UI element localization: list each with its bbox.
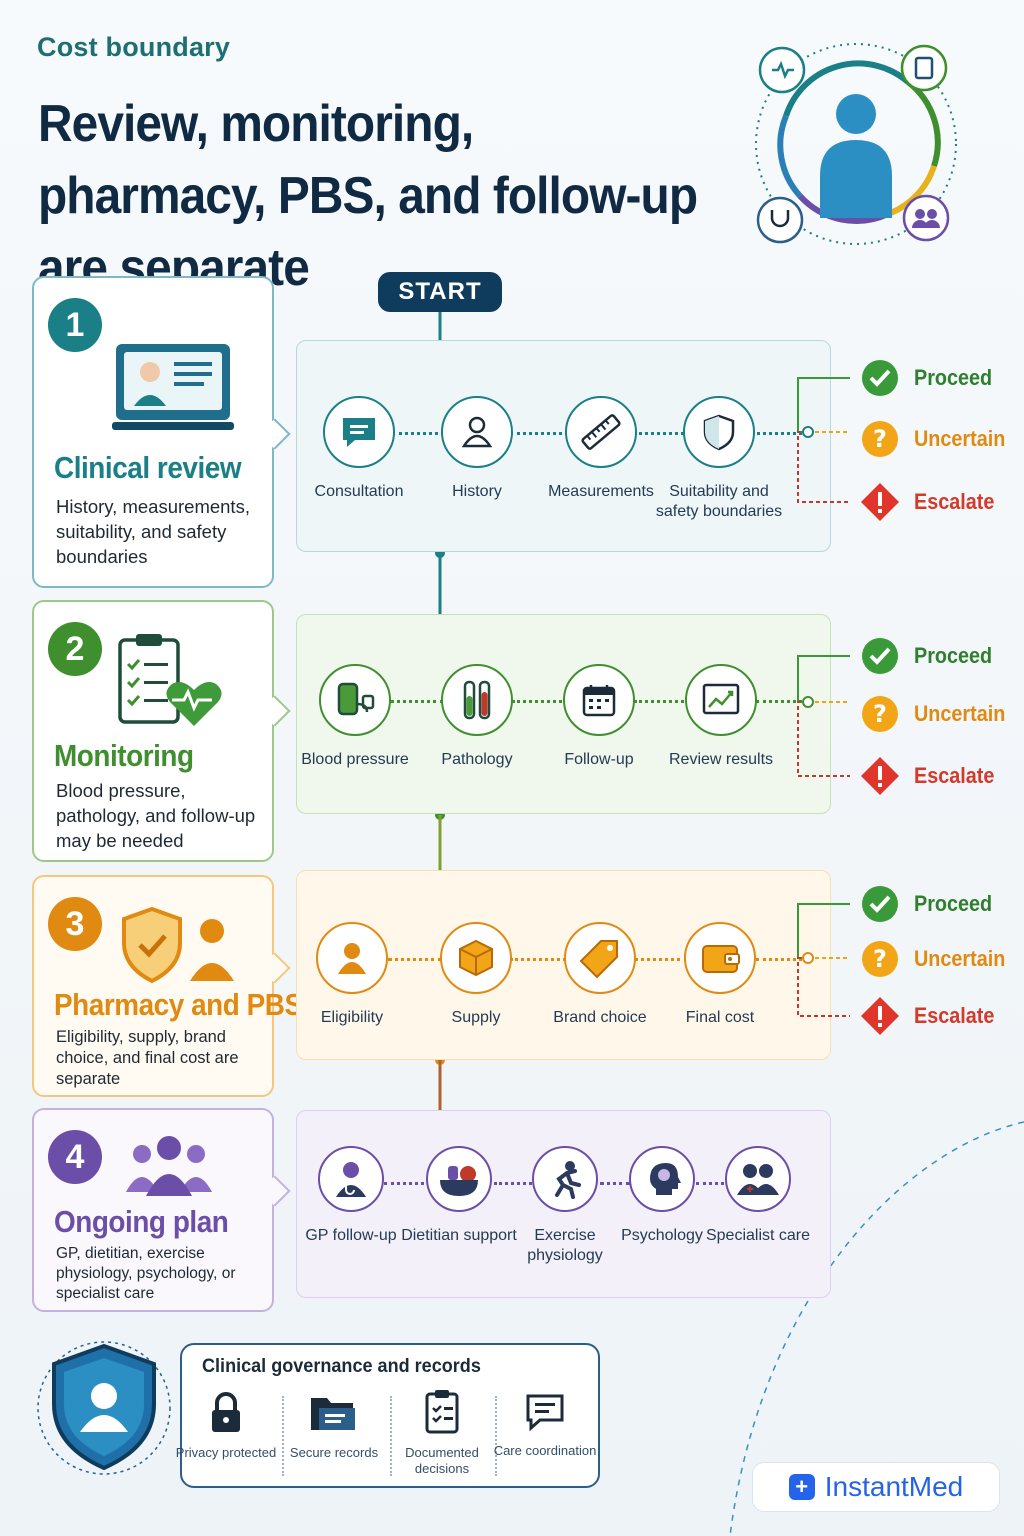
node-supply: Supply xyxy=(411,922,541,1028)
node-history: History xyxy=(412,396,542,502)
chart-screen-icon xyxy=(702,683,740,715)
node-consultation: Consultation xyxy=(294,396,424,502)
start-label: START xyxy=(378,272,502,312)
outcome-proceed: Proceed xyxy=(860,358,1001,398)
brand-logo[interactable]: + InstantMed xyxy=(752,1462,1000,1512)
question-circle-icon: ? xyxy=(862,421,898,457)
node-exercise-physiology: Exercise physiology xyxy=(500,1146,630,1266)
speech-bubble-icon xyxy=(526,1394,564,1432)
ruler-icon xyxy=(581,414,621,450)
person-outline-icon xyxy=(461,416,493,448)
doctor-icon xyxy=(336,1162,366,1197)
step-card-monitoring: 2 Monitoring Blood pressure, pathology, … xyxy=(32,600,291,862)
gov-item-privacy: Privacy protected xyxy=(171,1390,281,1461)
clipboard-heart-icon xyxy=(118,634,222,726)
node-follow-up: Follow-up xyxy=(534,664,664,770)
alert-diamond-icon xyxy=(861,757,899,795)
food-bowl-icon xyxy=(440,1166,478,1196)
node-blood-pressure: Blood pressure xyxy=(290,664,420,770)
node-review-results: Review results xyxy=(656,664,786,770)
node-psychology: Psychology xyxy=(597,1146,727,1246)
step-description: History, measurements, suitability, and … xyxy=(56,496,250,567)
svg-text:?: ? xyxy=(873,425,887,453)
hero-person-illustration xyxy=(755,43,957,245)
outcome-proceed: Proceed xyxy=(860,884,1001,924)
outcome-escalate: Escalate xyxy=(860,996,1003,1036)
node-eligibility: Eligibility xyxy=(287,922,417,1028)
calendar-icon xyxy=(582,685,616,717)
wallet-icon xyxy=(702,945,740,973)
brand-name: InstantMed xyxy=(824,1471,964,1502)
svg-text:?: ? xyxy=(873,945,887,973)
node-gp-follow-up: GP follow-up xyxy=(286,1146,416,1246)
governance-shield-icon xyxy=(37,1341,171,1475)
question-circle-icon: ? xyxy=(862,941,898,977)
gov-item-secure-records: Secure records xyxy=(279,1390,389,1461)
governance-title: Clinical governance and records xyxy=(202,1356,481,1377)
shield-check-person-icon xyxy=(122,906,234,984)
gov-item-care-coordination: Care coordination xyxy=(490,1390,600,1459)
question-circle-icon: ? xyxy=(862,696,898,732)
step-title: Monitoring xyxy=(54,738,194,773)
node-measurements: Measurements xyxy=(536,396,666,502)
step-card-pharmacy-pbs: 3 Pharmacy and PBS Eligibility, supply, … xyxy=(32,875,303,1097)
step-title: Ongoing plan xyxy=(54,1204,229,1239)
blood-pressure-cuff-icon xyxy=(337,682,375,716)
kicker: Cost boundary xyxy=(37,32,231,62)
step-number-badge: 2 xyxy=(48,622,102,676)
padlock-icon xyxy=(212,1392,240,1432)
gov-item-documented-decisions: Documented decisions xyxy=(387,1388,497,1477)
folder-icon xyxy=(311,1398,355,1430)
alert-diamond-icon xyxy=(861,483,899,521)
step-title: Clinical review xyxy=(54,450,242,485)
shield-outline-icon xyxy=(703,414,735,451)
outcome-uncertain: ? Uncertain xyxy=(860,419,1015,459)
chat-bubble-icon xyxy=(343,418,375,447)
outcome-uncertain: ? Uncertain xyxy=(860,694,1015,734)
node-specialist-care: Specialist care xyxy=(693,1146,823,1246)
step-number-badge: 4 xyxy=(48,1130,102,1184)
node-brand-choice: Brand choice xyxy=(535,922,665,1028)
svg-text:?: ? xyxy=(873,700,887,728)
step-description: GP, dietitian, exercise physiology, psyc… xyxy=(56,1245,236,1302)
step-card-ongoing-plan: 4 Ongoing plan GP, dietitian, exercise p… xyxy=(32,1108,291,1312)
telehealth-monitor-icon xyxy=(112,344,234,430)
person-icon xyxy=(338,943,366,974)
outcome-escalate: Escalate xyxy=(860,482,1003,522)
running-person-icon xyxy=(555,1161,581,1199)
outcome-branch-lines xyxy=(797,377,850,1017)
price-tag-icon xyxy=(579,940,618,979)
checklist-clipboard-icon xyxy=(425,1390,459,1434)
node-final-cost: Final cost xyxy=(655,922,785,1028)
step-description: Blood pressure, pathology, and follow-up… xyxy=(56,780,256,851)
check-circle-icon xyxy=(862,886,898,922)
step-number-badge: 1 xyxy=(48,298,102,352)
node-pathology: Pathology xyxy=(412,664,542,770)
plus-icon: + xyxy=(788,1474,815,1500)
node-suitability: Suitability and safety boundaries xyxy=(654,396,784,522)
outcome-proceed: Proceed xyxy=(860,636,1001,676)
step-title: Pharmacy and PBS xyxy=(54,987,303,1022)
check-circle-icon xyxy=(862,360,898,396)
page-title: Review, monitoring, pharmacy, PBS, and f… xyxy=(38,95,698,297)
test-tubes-icon xyxy=(463,680,491,720)
two-people-icon xyxy=(737,1164,779,1195)
step-description: Eligibility, supply, brand choice, and f… xyxy=(56,1028,239,1088)
check-circle-icon xyxy=(862,638,898,674)
node-dietitian-support: Dietitian support xyxy=(394,1146,524,1246)
step-card-clinical-review: 1 Clinical review History, measurements,… xyxy=(32,276,291,588)
package-box-icon xyxy=(459,939,493,977)
head-brain-icon xyxy=(650,1163,681,1195)
step-number-badge: 3 xyxy=(48,897,102,951)
alert-diamond-icon xyxy=(861,997,899,1035)
outcome-escalate: Escalate xyxy=(860,756,1003,796)
outcome-uncertain: ? Uncertain xyxy=(860,939,1015,979)
group-people-icon xyxy=(126,1136,212,1196)
